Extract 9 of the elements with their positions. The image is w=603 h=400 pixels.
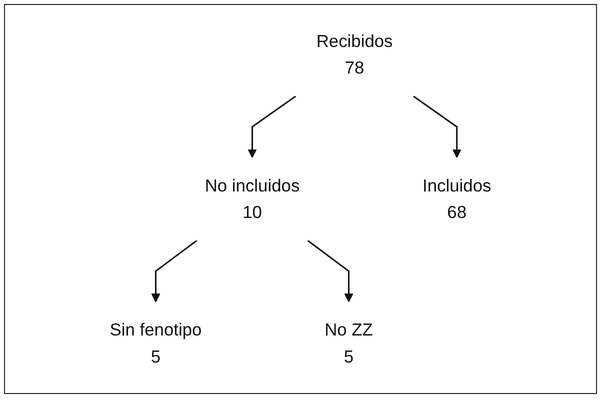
node-text: Sin fenotipo 5 [110, 320, 202, 366]
arrow [412, 95, 462, 158]
node-text: No ZZ 5 [324, 320, 373, 366]
node-text: Incluidos 68 [422, 176, 492, 222]
arrow [248, 95, 296, 158]
node-text: Recibidos 78 [316, 32, 393, 78]
arrow [307, 240, 354, 302]
node-text: No incluidos 10 [204, 176, 300, 222]
arrow [151, 240, 198, 302]
